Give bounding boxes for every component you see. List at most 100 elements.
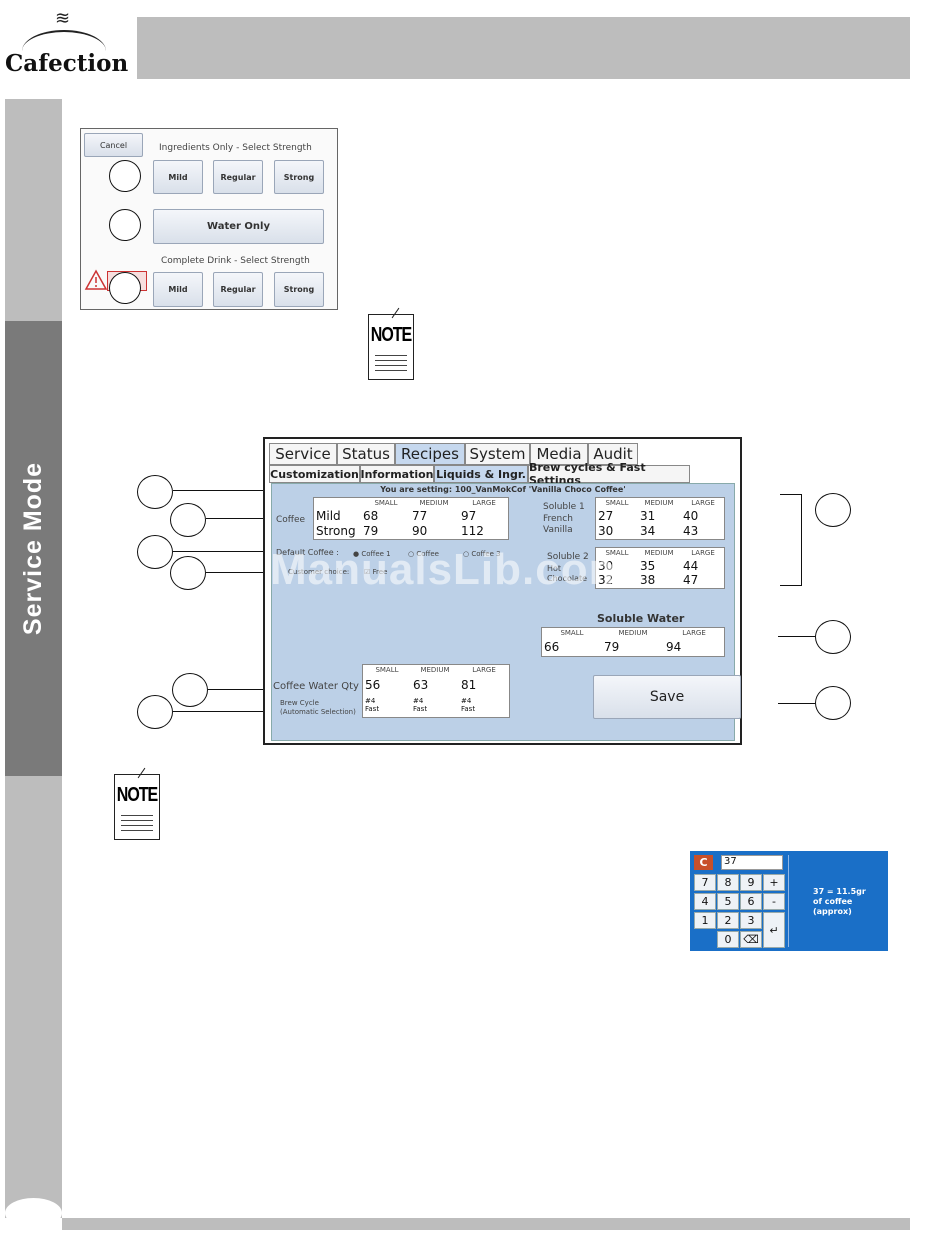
tab-recipes[interactable]: Recipes [395, 443, 465, 465]
coffee-water-label: Coffee Water Qty [273, 681, 359, 692]
tab-media[interactable]: Media [530, 443, 588, 465]
brew-cycle-cell[interactable]: #4 [461, 697, 472, 705]
tab-system[interactable]: System [465, 443, 530, 465]
key-2[interactable]: 2 [717, 912, 739, 929]
subtab-brew-cycles[interactable]: Brew cycles & Fast Settings [528, 461, 690, 487]
complete-drink-title: Complete Drink - Select Strength [161, 256, 310, 266]
soluble2-label: Soluble 2 [547, 552, 589, 562]
tab-audit[interactable]: Audit [588, 443, 638, 465]
logo-text: Cafection [5, 50, 129, 77]
key-9[interactable]: 9 [740, 874, 762, 891]
callout-circle [109, 160, 141, 192]
soluble1-row-name: Vanilla [543, 525, 573, 535]
key-1[interactable]: 1 [694, 912, 716, 929]
key-8[interactable]: 8 [717, 874, 739, 891]
coffee-cell[interactable]: 97 [461, 509, 477, 523]
ingredients-only-title: Ingredients Only - Select Strength [159, 143, 312, 153]
key-0[interactable]: 0 [717, 931, 739, 948]
brew-cycle-cell[interactable]: #4 [413, 697, 424, 705]
subtab-customization[interactable]: Customization [269, 465, 360, 483]
coffee-option-1[interactable]: ● Coffee 1 [353, 550, 391, 558]
sidebar-top-block [5, 99, 62, 321]
customer-choice-value[interactable]: ☑ Free [364, 568, 388, 576]
key-minus[interactable]: - [763, 893, 785, 910]
backspace-icon[interactable]: ⌫ [740, 931, 762, 948]
complete-mild-button[interactable]: Mild [153, 272, 203, 307]
key-4[interactable]: 4 [694, 893, 716, 910]
soluble1-cell[interactable]: 40 [683, 509, 699, 523]
complete-strong-button[interactable]: Strong [274, 272, 324, 307]
coffee-option-3[interactable]: ○ Coffee 3 [463, 550, 501, 558]
coffee-row-name: Mild [316, 509, 341, 523]
sidebar-section-label: Service Mode [19, 461, 47, 636]
soluble-water-cell[interactable]: 79 [604, 640, 620, 654]
key-plus[interactable]: + [763, 874, 785, 891]
key-7[interactable]: 7 [694, 874, 716, 891]
ingredients-regular-button[interactable]: Regular [213, 160, 263, 194]
save-button[interactable]: Save [593, 675, 741, 719]
cancel-button[interactable]: Cancel [84, 133, 143, 157]
keypad-display[interactable]: 37 [721, 855, 783, 870]
coffee-row-name: Strong [316, 524, 356, 538]
bracket [780, 494, 802, 586]
soluble1-grid: SMALL MEDIUM LARGE 27 31 40 30 34 43 [595, 497, 725, 540]
complete-regular-button[interactable]: Regular [213, 272, 263, 307]
soluble2-row-name: Hot [547, 564, 562, 573]
coffee-water-cell[interactable]: 56 [365, 678, 381, 692]
soluble1-cell[interactable]: 30 [598, 524, 614, 538]
coffee-cell[interactable]: 112 [461, 524, 484, 538]
soluble1-cell[interactable]: 34 [640, 524, 656, 538]
key-5[interactable]: 5 [717, 893, 739, 910]
soluble1-cell[interactable]: 43 [683, 524, 699, 538]
key-6[interactable]: 6 [740, 893, 762, 910]
keypad-divider [788, 855, 789, 947]
callout-circle [109, 209, 141, 241]
soluble-water-cell[interactable]: 94 [666, 640, 682, 654]
brew-cycle-speed: Fast [413, 705, 428, 713]
soluble2-cell[interactable]: 38 [640, 573, 656, 587]
soluble2-cell[interactable]: 30 [598, 559, 614, 573]
soluble2-cell[interactable]: 32 [598, 573, 614, 587]
callout-circle [815, 686, 851, 720]
coffee-water-cell[interactable]: 81 [461, 678, 477, 692]
tab-service[interactable]: Service [269, 443, 337, 465]
soluble2-cell[interactable]: 44 [683, 559, 699, 573]
subtab-liquids-ingredients[interactable]: Liquids & Ingr. [434, 465, 528, 483]
water-only-button[interactable]: Water Only [153, 209, 324, 244]
enter-icon[interactable]: ↵ [763, 912, 785, 948]
brew-cycle-cell[interactable]: #4 [365, 697, 376, 705]
soluble2-cell[interactable]: 47 [683, 573, 699, 587]
soluble2-grid: SMALL MEDIUM LARGE 30 35 44 32 38 47 [595, 547, 725, 589]
brew-cycle-speed: Fast [365, 705, 380, 713]
page-number-oval [5, 1198, 62, 1228]
coffee-cell[interactable]: 77 [412, 509, 428, 523]
callout-circle [170, 503, 206, 537]
coffee-grid: SMALL MEDIUM LARGE Mild 68 77 97 Strong … [313, 497, 509, 540]
tab-status[interactable]: Status [337, 443, 395, 465]
subtab-information[interactable]: Information [360, 465, 434, 483]
leader-line [208, 689, 270, 690]
callout-circle [170, 556, 206, 590]
coffee-water-cell[interactable]: 63 [413, 678, 429, 692]
soluble2-cell[interactable]: 35 [640, 559, 656, 573]
brew-cycle-speed: Fast [461, 705, 476, 713]
soluble1-cell[interactable]: 27 [598, 509, 614, 523]
customer-choice-label: Customer choice: [288, 568, 350, 576]
coffee-cell[interactable]: 90 [412, 524, 428, 538]
ingredients-mild-button[interactable]: Mild [153, 160, 203, 194]
callout-circle [815, 493, 851, 527]
recipe-settings-screen: Service Status Recipes System Media Audi… [263, 437, 742, 745]
soluble1-row-name: French [543, 514, 573, 524]
clear-button[interactable]: C [694, 855, 713, 870]
sidebar-section-block [5, 321, 62, 776]
soluble1-cell[interactable]: 31 [640, 509, 656, 523]
leader-line [206, 572, 286, 573]
header-bar [137, 17, 910, 79]
key-3[interactable]: 3 [740, 912, 762, 929]
coffee-cell[interactable]: 68 [363, 509, 379, 523]
brew-cycle-label: Brew Cycle [280, 699, 319, 707]
soluble-water-cell[interactable]: 66 [544, 640, 560, 654]
ingredients-strong-button[interactable]: Strong [274, 160, 324, 194]
coffee-option-2[interactable]: ○ Coffee [408, 550, 439, 558]
coffee-cell[interactable]: 79 [363, 524, 379, 538]
